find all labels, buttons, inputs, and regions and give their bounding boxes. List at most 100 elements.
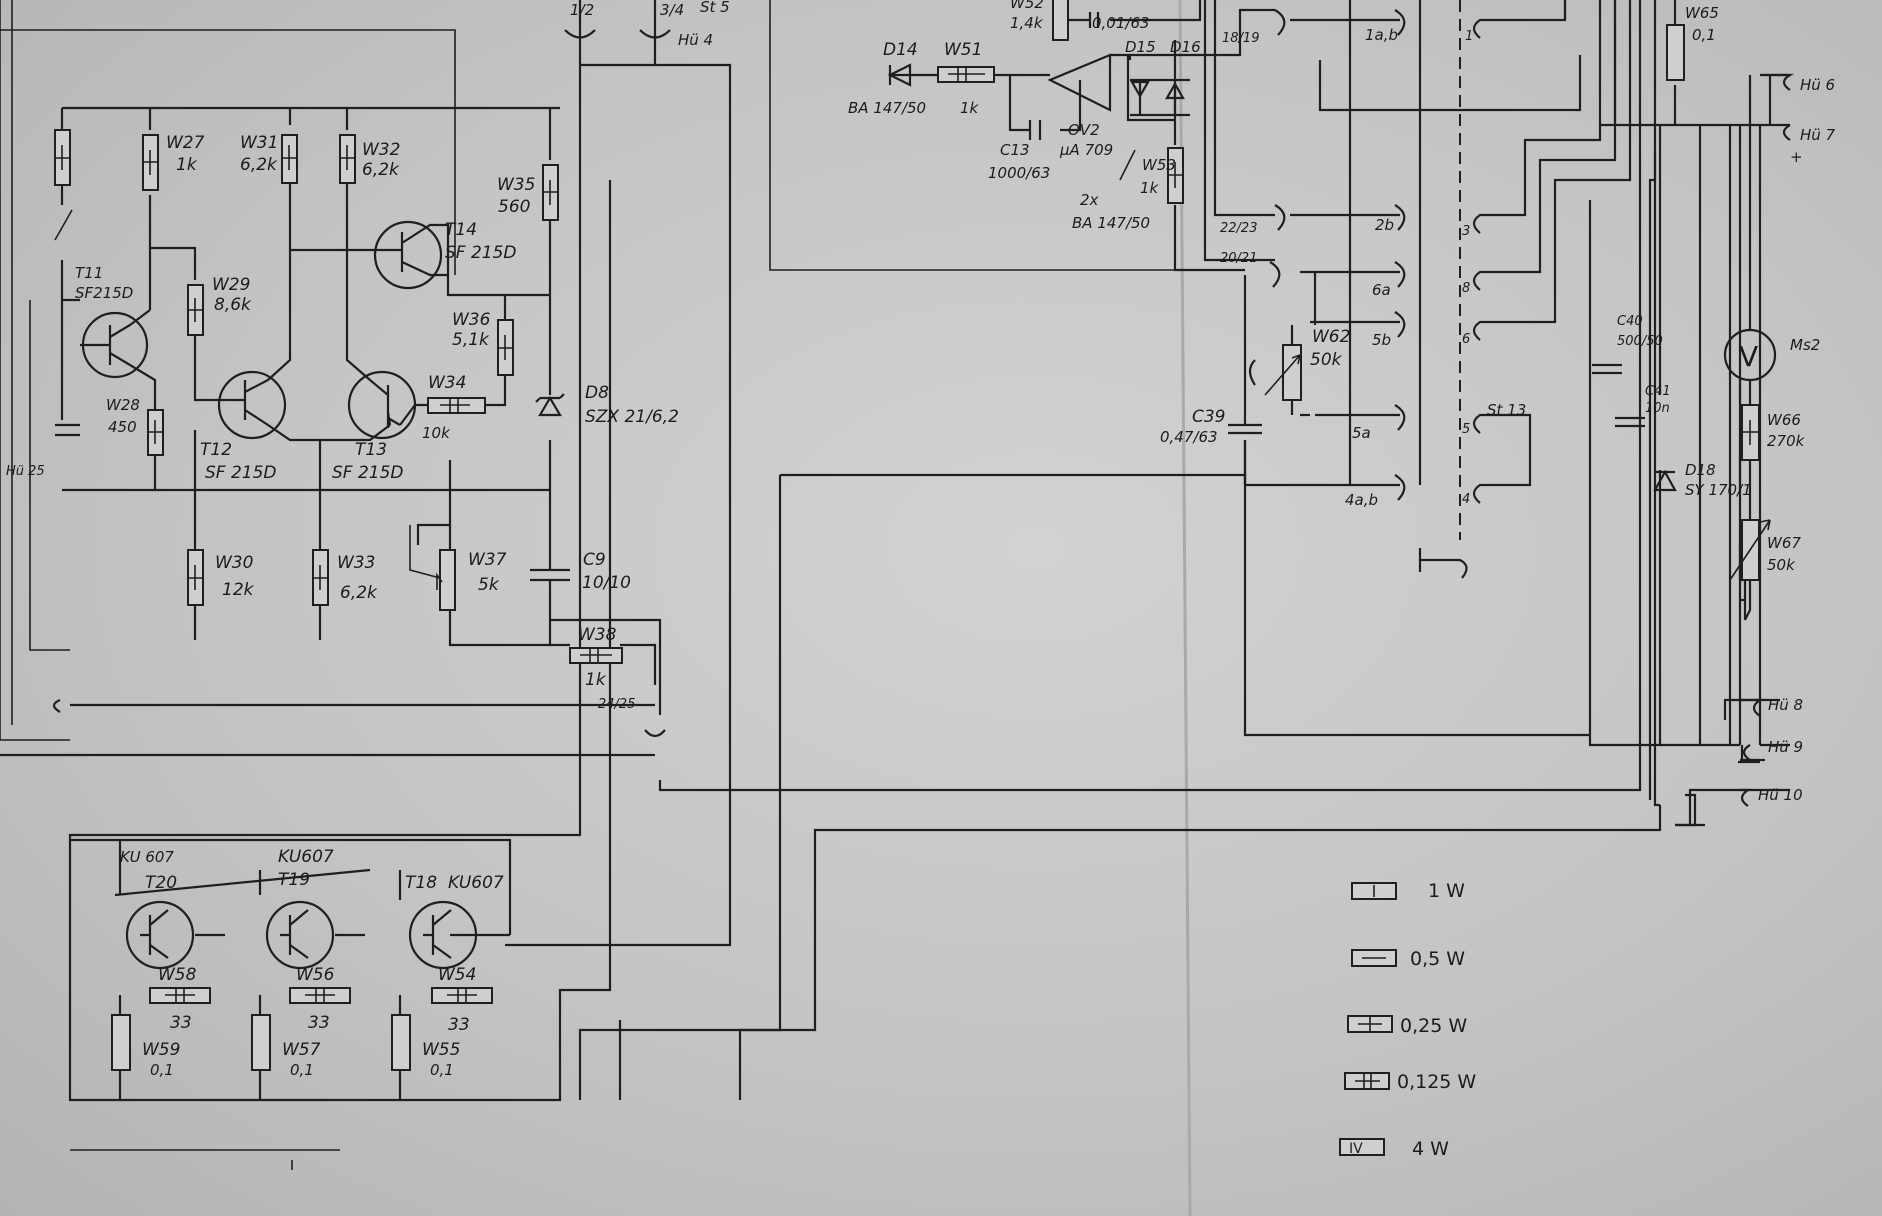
- d18-label: D18: [1685, 461, 1716, 479]
- resistor-w36: W36 5,1k: [452, 310, 514, 376]
- connector-20-21: 20/21: [1220, 251, 1281, 288]
- w34-label: W34: [428, 373, 466, 393]
- w30-label: W30: [215, 553, 253, 573]
- w56-label: W56: [296, 965, 335, 985]
- w27-value: 1k: [176, 155, 198, 175]
- switch-contacts: 1a,b 2b 6a 5b 5a 4a,b 1 3 8 6 5 4 St 13: [1345, 9, 1526, 579]
- resistor-w66: W66 270k: [1741, 404, 1806, 461]
- t11-type: SF215D: [75, 284, 133, 302]
- sw-n1: 1: [1465, 29, 1473, 44]
- sw-n4: 4: [1462, 492, 1470, 507]
- connector-hu6: Hü 6: [1765, 73, 1835, 94]
- p2021-label: 20/21: [1220, 251, 1257, 266]
- connector-hu7: Hü 7 +: [1782, 124, 1836, 166]
- capacitor-c39: C39 0,47/63: [1160, 275, 1262, 446]
- opamp-type: µA 709: [1059, 141, 1113, 159]
- t20-type: KU 607: [120, 848, 174, 866]
- t13-type: SF 215D: [332, 463, 404, 483]
- hu6-label: Hü 6: [1800, 76, 1835, 94]
- w59-value: 0,1: [150, 1061, 174, 1079]
- hu8-label: Hü 8: [1768, 696, 1803, 714]
- resistor-w33: W33 6,2k: [312, 549, 378, 606]
- sw-n5: 5: [1462, 422, 1470, 437]
- w51-label: W51: [944, 40, 982, 60]
- hu10-label: Hü 10: [1758, 786, 1803, 804]
- d8-label: D8: [585, 383, 609, 403]
- hu25-label: Hü 25: [6, 464, 45, 479]
- d8-type: SZX 21/6,2: [585, 407, 679, 427]
- t19-label: T19: [278, 870, 310, 890]
- w66-value: 270k: [1767, 432, 1806, 450]
- switch-wiring: [578, 0, 1770, 1100]
- d14-type: BA 147/50: [848, 99, 926, 117]
- w29-label: W29: [212, 275, 250, 295]
- d16-label: D16: [1170, 38, 1201, 56]
- w53-label: W53: [1142, 156, 1176, 174]
- output-stage-wiring: [70, 838, 512, 1100]
- transistor-t12: T12 SF 215D: [200, 370, 287, 483]
- sw-n3: 3: [1462, 224, 1470, 239]
- capacitor-c41: C41 10n: [1615, 384, 1671, 428]
- c9-value: 10/10: [582, 573, 631, 593]
- w34-value: 10k: [422, 424, 451, 442]
- w57-value: 0,1: [290, 1061, 314, 1079]
- c39-label: C39: [1192, 407, 1226, 427]
- p2425-label: 24/25: [598, 697, 635, 712]
- resistor-w58: W58 33: [149, 965, 211, 1033]
- sw-n6: 6: [1462, 332, 1470, 347]
- w65-label: W65: [1685, 4, 1719, 22]
- w28-value: 450: [108, 418, 137, 436]
- d15-16-type: BA 147/50: [1072, 214, 1150, 232]
- c40-value: 500/50: [1617, 334, 1663, 349]
- left-stage-wiring: [0, 0, 732, 1151]
- d18-type: SY 170/1: [1685, 481, 1752, 499]
- transistor-t19: KU607 T19: [265, 847, 335, 970]
- w29-value: 8,6k: [214, 295, 252, 315]
- resistor-w31: W31 6,2k: [240, 133, 298, 184]
- w31-label: W31: [240, 133, 278, 153]
- legend-item-4w: IV 4 W: [1339, 1138, 1449, 1160]
- t19-type: KU607: [278, 847, 334, 867]
- connector-hu8: Hü 8: [1723, 696, 1803, 720]
- c12-value: 0,01/63: [1092, 14, 1150, 32]
- w53-value: 1k: [1140, 179, 1160, 197]
- c13-label: C13: [1000, 141, 1030, 159]
- opamp-name: OV2: [1068, 121, 1100, 139]
- sw-n8: 8: [1462, 281, 1470, 296]
- connector-hu9: Hü 9: [1738, 738, 1803, 764]
- meter-label: Ms2: [1790, 336, 1820, 354]
- w62-label: W62: [1312, 327, 1350, 347]
- t12-type: SF 215D: [205, 463, 277, 483]
- hu9-label: Hü 9: [1768, 738, 1803, 756]
- hu7-label: Hü 7: [1800, 126, 1836, 144]
- c13-value: 1000/63: [988, 164, 1050, 182]
- w59-label: W59: [142, 1040, 180, 1060]
- legend-label-4w: 4 W: [1412, 1138, 1449, 1160]
- p2223-label: 22/23: [1220, 221, 1257, 236]
- potentiometer-w67: W67 50k: [1729, 460, 1801, 621]
- resistor-w-top-left: [54, 129, 73, 241]
- t14-label: T14: [445, 220, 477, 240]
- w38-value: 1k: [585, 670, 607, 690]
- legend-item-05w: 0,5 W: [1351, 948, 1465, 970]
- opamp-ov2: OV2 µA 709: [1047, 53, 1113, 159]
- connector-1-2: 1/2: [564, 0, 596, 45]
- w35-value: 560: [498, 197, 530, 217]
- meter-symbol: V: [1739, 340, 1758, 373]
- capacitor-c13: C13 1000/63: [988, 120, 1050, 182]
- zener-diode-d8: D8 SZX 21/6,2: [535, 383, 679, 427]
- legend-label-025w: 0,25 W: [1400, 1015, 1467, 1037]
- t11-label: T11: [75, 264, 103, 282]
- st13-label: St 13: [1487, 401, 1526, 419]
- transistor-t13: T13 SF 215D: [332, 370, 417, 483]
- sw-6a: 6a: [1372, 281, 1391, 299]
- resistor-w53: W53 1k: [1140, 147, 1184, 204]
- w36-value: 5,1k: [452, 330, 490, 350]
- connector-hu10: Hü 10: [1675, 786, 1803, 827]
- resistor-w32: W32 6,2k: [339, 134, 400, 184]
- transistor-t18: T18 KU607: [405, 873, 504, 970]
- p12-label: 1/2: [570, 1, 594, 19]
- resistor-w28: W28 450: [106, 396, 164, 456]
- w66-label: W66: [1767, 411, 1801, 429]
